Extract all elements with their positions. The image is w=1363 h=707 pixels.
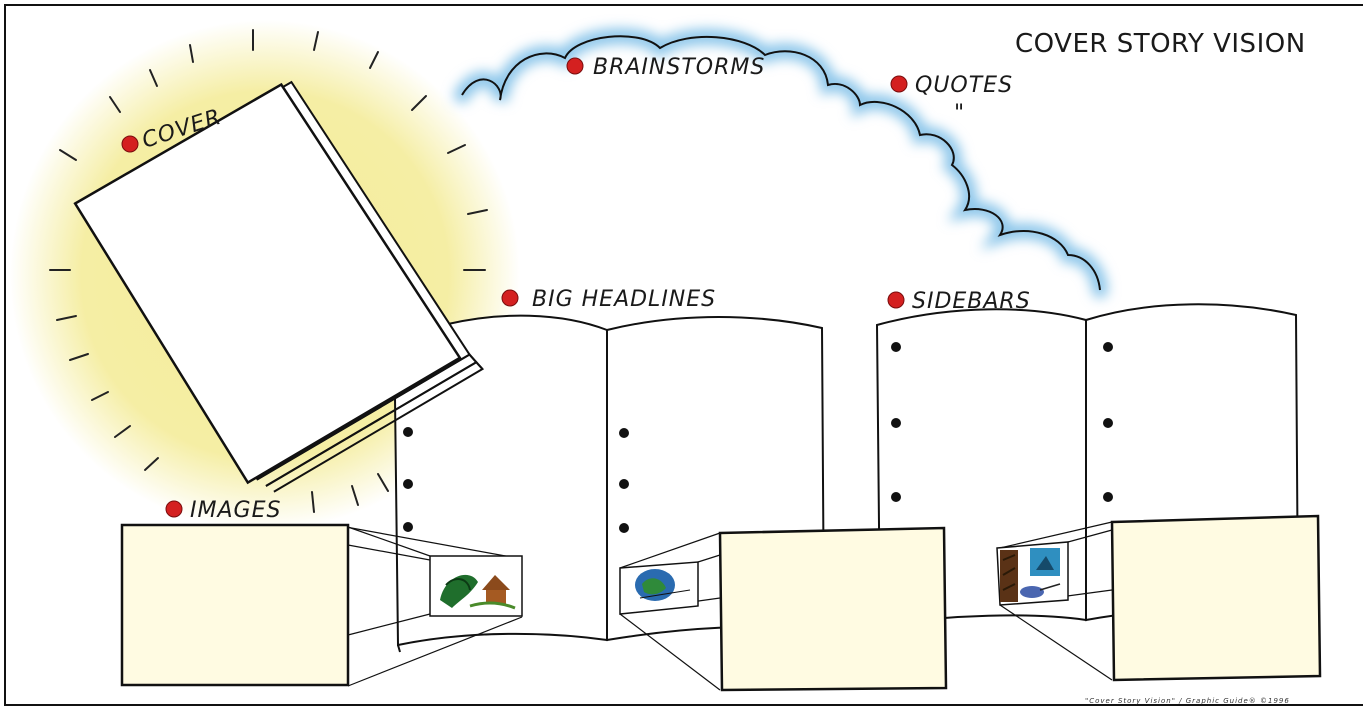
bullet <box>891 492 901 502</box>
bullet <box>891 342 901 352</box>
bullet <box>403 427 413 437</box>
bullet <box>619 523 629 533</box>
quotes-label: QUOTES <box>915 73 1013 98</box>
sidebars-image-frame <box>1112 516 1320 680</box>
bullet <box>1103 418 1113 428</box>
quote-mark: " <box>954 101 965 126</box>
bullet <box>1103 492 1113 502</box>
bullet <box>619 428 629 438</box>
bullet <box>891 418 901 428</box>
thumbnail-middle <box>620 562 698 614</box>
headlines-image-frame <box>720 528 946 690</box>
thumbnail-left <box>430 556 522 616</box>
big-headlines-marker <box>502 290 518 306</box>
diagram-title: COVER STORY VISION <box>1015 29 1306 59</box>
images-frame <box>122 525 348 685</box>
bullet <box>619 479 629 489</box>
sidebars-label: SIDEBARS <box>912 289 1031 314</box>
images-label: IMAGES <box>190 498 281 523</box>
bullet <box>403 522 413 532</box>
thumbnail-right <box>997 542 1068 605</box>
quotes-marker <box>891 76 907 92</box>
big-headlines-label: BIG HEADLINES <box>532 287 716 312</box>
credit-text: "Cover Story Vision" / Graphic Guide® ©1… <box>1085 697 1290 705</box>
brainstorms-marker <box>567 58 583 74</box>
bullet <box>1103 342 1113 352</box>
sidebars-marker <box>888 292 904 308</box>
brainstorms-label: BRAINSTORMS <box>593 55 765 80</box>
cover-marker <box>122 136 138 152</box>
images-marker <box>166 501 182 517</box>
bullet <box>403 479 413 489</box>
